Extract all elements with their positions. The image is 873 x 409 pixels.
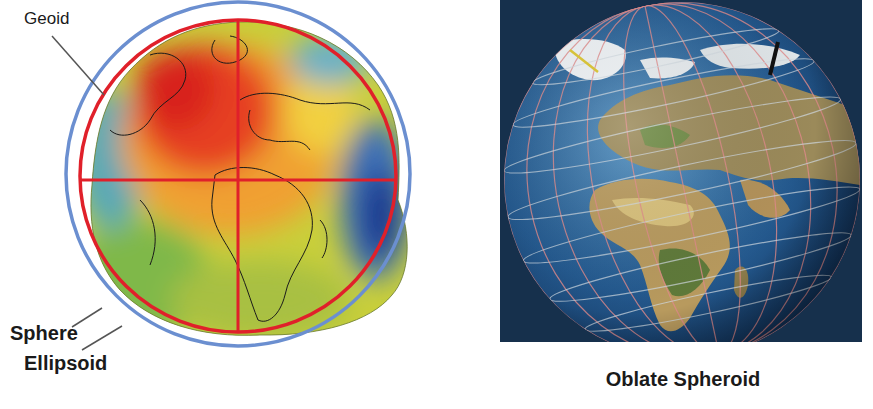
ellipsoid-outline <box>80 20 396 332</box>
globe-figure <box>500 0 862 342</box>
part-label: Sphere <box>10 322 78 344</box>
ocean <box>504 2 860 342</box>
sphere-outline <box>66 2 410 346</box>
part-label: Geoid <box>24 10 69 29</box>
part-label: Ellipsoid <box>24 352 107 374</box>
axis-line <box>237 20 240 332</box>
leader-line <box>82 326 122 350</box>
marker-line <box>570 50 598 72</box>
figure-caption: Oblate Spheroid <box>606 368 760 390</box>
leader-line <box>52 36 104 95</box>
graticule <box>500 0 862 342</box>
marker-line <box>770 42 778 75</box>
axis-line <box>80 179 396 182</box>
